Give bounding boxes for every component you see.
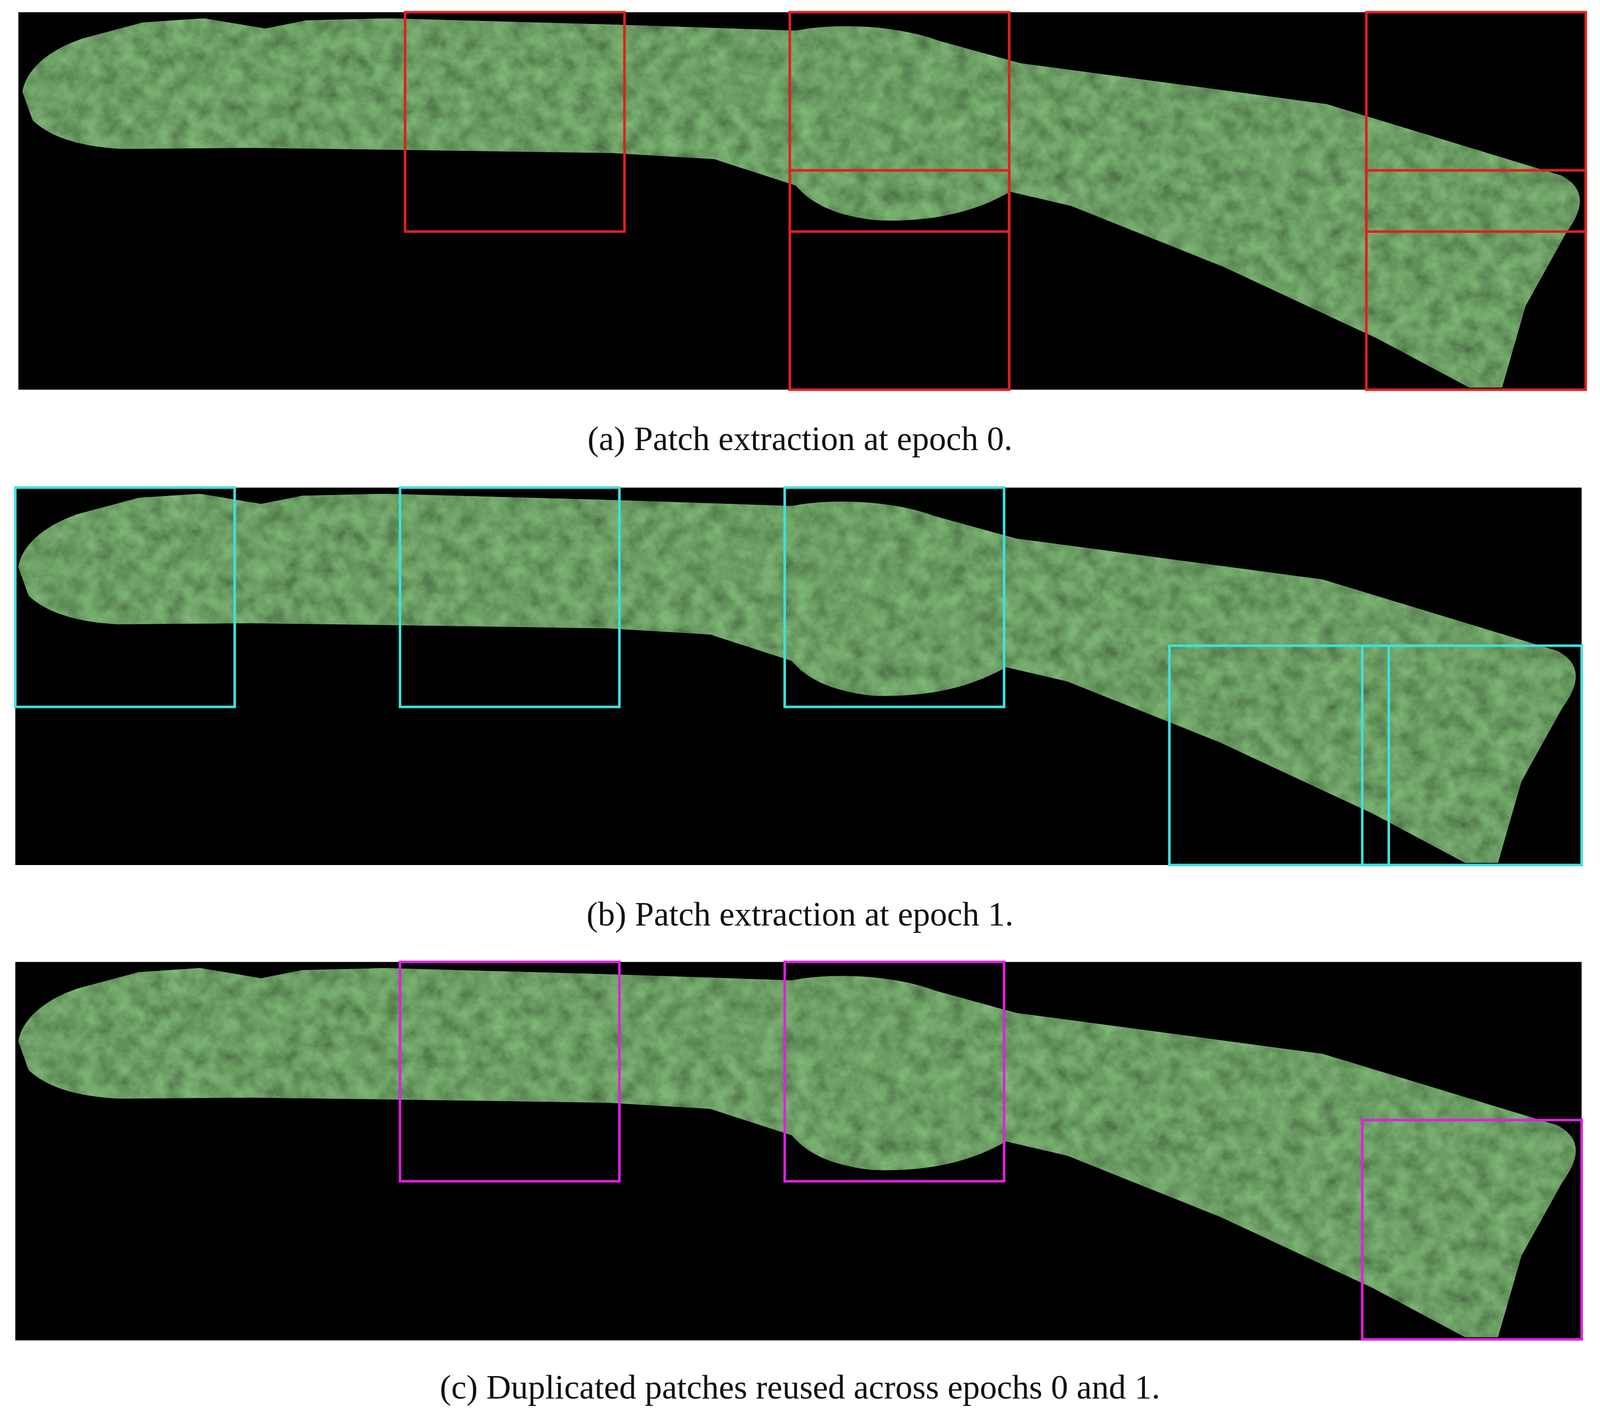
panel-b <box>0 475 1597 884</box>
panel-c <box>0 949 1597 1358</box>
panel-caption: (a) Patch extraction at epoch 0. <box>0 418 1600 460</box>
panel-a <box>0 0 1600 409</box>
panel-caption: (c) Duplicated patches reused across epo… <box>0 1367 1600 1409</box>
panel-caption: (b) Patch extraction at epoch 1. <box>0 893 1600 936</box>
